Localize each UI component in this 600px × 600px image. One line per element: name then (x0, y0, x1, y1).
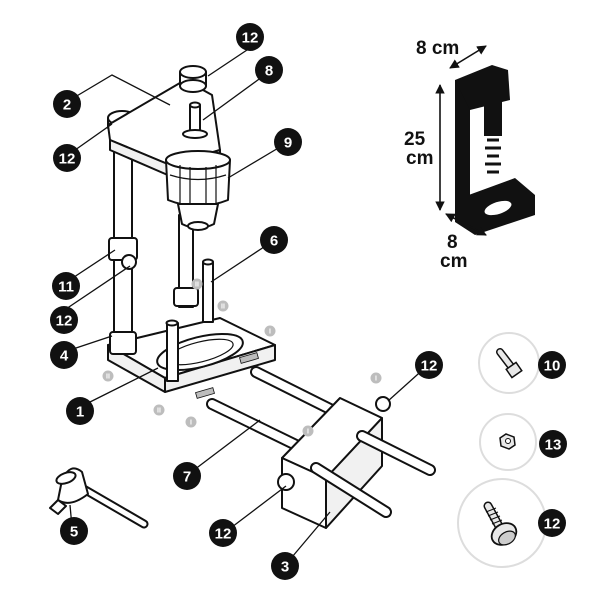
svg-text:4: 4 (60, 348, 69, 365)
thumb-screw-detail-circle (457, 478, 547, 568)
marker-i-base-right: I (264, 325, 276, 337)
svg-text:3: 3 (281, 559, 289, 576)
marker-i-base-front: I (185, 416, 197, 428)
chuck-key (49, 467, 149, 529)
badge-10: 10 (538, 351, 566, 379)
badge-12-top: 12 (236, 23, 264, 51)
svg-text:12: 12 (56, 313, 73, 330)
svg-text:7: 7 (183, 469, 191, 486)
dimension-inset: 8 cm 25 cm 8 cm (404, 38, 535, 272)
badge-9: 9 (274, 128, 302, 156)
svg-text:12: 12 (215, 526, 232, 543)
small-markers: II II I II II I I I (102, 278, 382, 437)
svg-text:13: 13 (545, 437, 562, 454)
marker-i-end-block-left: I (302, 425, 314, 437)
svg-text:II: II (106, 374, 110, 381)
marker-ii-base-left: II (102, 370, 114, 382)
badge-13: 13 (539, 430, 567, 458)
marker-i-end-block-top: I (370, 372, 382, 384)
end-block (277, 396, 436, 529)
svg-text:5: 5 (70, 524, 78, 541)
svg-text:10: 10 (544, 358, 561, 375)
badge-1: 1 (66, 397, 94, 425)
badge-12-bottom: 12 (209, 519, 237, 547)
svg-text:12: 12 (59, 151, 76, 168)
svg-text:12: 12 (544, 516, 561, 533)
width-dimension-label: 8 cm (416, 38, 459, 59)
svg-text:6: 6 (270, 233, 278, 250)
badge-8: 8 (255, 56, 283, 84)
badge-12-right: 12 (415, 351, 443, 379)
svg-text:I: I (269, 329, 271, 336)
spindle-shaft (182, 101, 208, 139)
mini-drill-stand (455, 65, 535, 235)
drill-stand-assembly (49, 65, 436, 529)
badge-12-left-mid: 12 (50, 306, 78, 334)
svg-text:12: 12 (242, 30, 259, 47)
front-column (165, 214, 214, 382)
base-plate (107, 317, 276, 399)
svg-text:9: 9 (284, 135, 292, 152)
badge-3: 3 (271, 552, 299, 580)
svg-text:12: 12 (421, 358, 438, 375)
bolt-detail-circle (478, 332, 540, 394)
number-badges: 12 8 2 9 12 6 11 12 (50, 23, 567, 580)
svg-text:II: II (195, 282, 199, 289)
svg-text:2: 2 (63, 97, 71, 114)
svg-text:I: I (375, 376, 377, 383)
badge-11: 11 (52, 272, 80, 300)
svg-text:11: 11 (58, 279, 74, 296)
nut-detail-circle (479, 413, 537, 471)
badge-6: 6 (260, 226, 288, 254)
depth-dimension-unit: cm (440, 251, 467, 272)
height-dimension-value: 25 (404, 129, 426, 150)
svg-text:1: 1 (76, 404, 84, 421)
svg-text:I: I (307, 429, 309, 436)
svg-text:II: II (221, 304, 225, 311)
badge-12-left-top: 12 (53, 144, 81, 172)
marker-ii-left-column: II (191, 278, 203, 290)
svg-text:8: 8 (265, 63, 273, 80)
badge-4: 4 (50, 341, 78, 369)
svg-text:I: I (190, 420, 192, 427)
marker-ii-base-front: II (153, 404, 165, 416)
svg-text:II: II (157, 408, 161, 415)
badge-2: 2 (53, 90, 81, 118)
marker-ii-front-column: II (217, 300, 229, 312)
drill-chuck (165, 150, 231, 231)
badge-7: 7 (173, 462, 201, 490)
depth-dimension-value: 8 (447, 232, 458, 253)
height-dimension-unit: cm (406, 148, 433, 169)
badge-5: 5 (60, 517, 88, 545)
badge-12-detail: 12 (538, 509, 566, 537)
